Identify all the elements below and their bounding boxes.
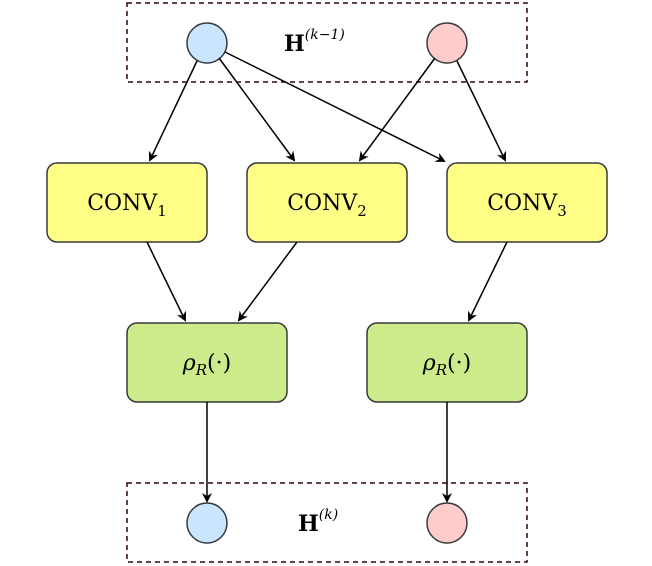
edge-conv3-to-rho2: [468, 241, 508, 322]
conv3-base: CONV: [487, 191, 558, 216]
rho2-arg: (·): [447, 351, 471, 376]
conv3-block: [446, 162, 608, 243]
edge-blue-to-conv1: [148, 60, 198, 162]
conv1-sub: 1: [157, 202, 167, 220]
output-layer-symbol: H: [298, 511, 319, 537]
edge-blue-to-conv3: [224, 51, 446, 162]
edge-pink-to-conv2: [358, 57, 436, 162]
edge-conv2-to-rho1: [237, 241, 298, 322]
conv2-block: [246, 162, 408, 243]
rho2-symbol: ρ: [422, 351, 436, 376]
rho1-arg: (·): [207, 351, 231, 376]
edge-pink-to-conv3: [456, 60, 507, 162]
rho1-symbol: ρ: [182, 351, 196, 376]
rho1-sub: R: [195, 361, 207, 379]
edge-blue-to-conv2: [218, 57, 296, 162]
conv1-block: [46, 162, 208, 243]
input-layer-label: H(k−1): [284, 27, 345, 57]
output-layer-box: [126, 482, 528, 563]
output-layer-superscript: (k): [319, 507, 338, 523]
output-layer-label: H(k): [298, 507, 338, 537]
rho2-label: ρR(·): [422, 351, 471, 379]
input-layer-symbol: H: [284, 31, 305, 57]
output-node-blue: [186, 502, 228, 544]
conv3-label: CONV3: [487, 191, 567, 220]
input-node-pink: [426, 22, 468, 64]
edge-conv1-to-rho1: [146, 241, 186, 322]
conv1-base: CONV: [87, 191, 158, 216]
rho1-label: ρR(·): [182, 351, 231, 379]
input-layer-superscript: (k−1): [305, 27, 345, 43]
rho2-sub: R: [435, 361, 447, 379]
conv2-base: CONV: [287, 191, 358, 216]
input-layer-box: [126, 2, 528, 83]
conv1-label: CONV1: [87, 191, 167, 220]
output-node-pink: [426, 502, 468, 544]
input-node-blue: [186, 22, 228, 64]
conv3-sub: 3: [557, 202, 567, 220]
conv2-label: CONV2: [287, 191, 367, 220]
conv2-sub: 2: [357, 202, 367, 220]
